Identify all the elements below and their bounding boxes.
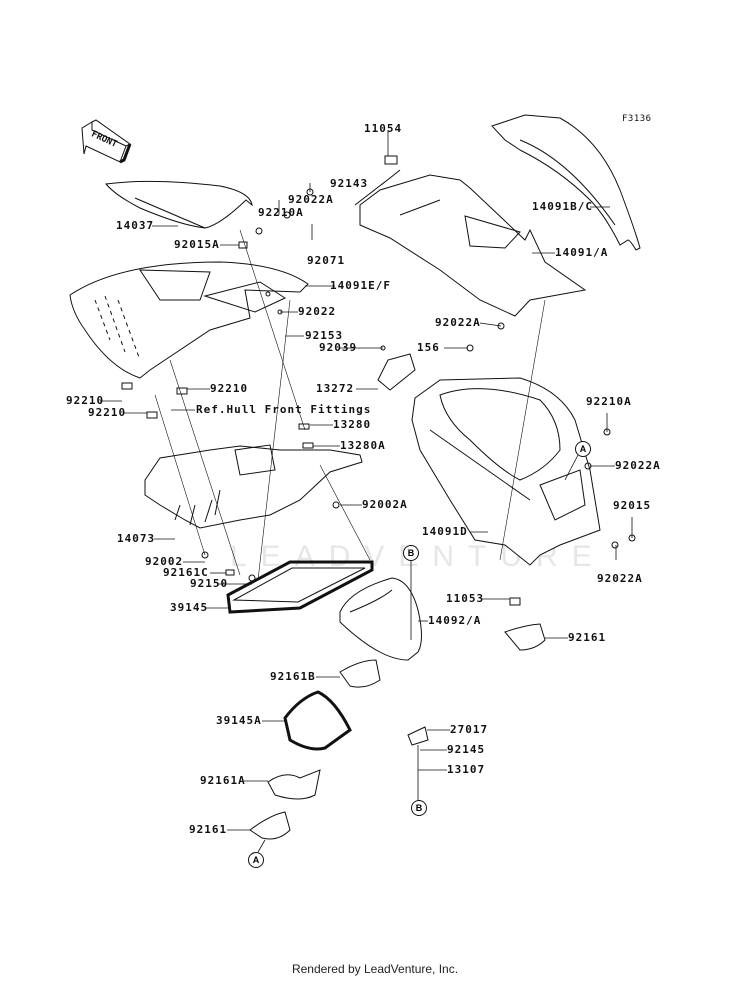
part-14091EF [69, 261, 309, 379]
label-92022A-right[interactable]: 92022A [615, 459, 661, 472]
label-92145[interactable]: 92145 [447, 743, 486, 756]
label-92071[interactable]: 92071 [307, 254, 346, 267]
label-92022A-lower[interactable]: 92022A [597, 572, 643, 585]
label-14037[interactable]: 14037 [116, 219, 155, 232]
part-14037 [105, 180, 253, 229]
part-27017 [407, 726, 429, 746]
label-13107[interactable]: 13107 [447, 763, 486, 776]
label-92153[interactable]: 92153 [305, 329, 344, 342]
label-39145A[interactable]: 39145A [216, 714, 262, 727]
part-14091A [359, 174, 587, 317]
label-92015[interactable]: 92015 [613, 499, 652, 512]
part-92161A [267, 769, 321, 800]
part-92161B [339, 659, 381, 688]
part-39145A [283, 690, 352, 751]
label-92039[interactable]: 92039 [319, 341, 358, 354]
label-14091EF[interactable]: 14091E/F [330, 279, 391, 292]
label-92161A[interactable]: 92161A [200, 774, 246, 787]
label-14091D[interactable]: 14091D [422, 525, 468, 538]
label-ref-hull-front-fittings[interactable]: Ref.Hull Front Fittings [196, 403, 372, 416]
callout-a-lower[interactable]: A [248, 852, 264, 868]
label-11053[interactable]: 11053 [446, 592, 485, 605]
label-92210-right[interactable]: 92210 [210, 382, 249, 395]
label-92161-lower[interactable]: 92161 [189, 823, 228, 836]
label-92002[interactable]: 92002 [145, 555, 184, 568]
label-156[interactable]: 156 [417, 341, 440, 354]
part-92161-right [504, 623, 546, 651]
part-13272 [377, 353, 416, 391]
label-92210-lower[interactable]: 92210 [88, 406, 127, 419]
label-14092A[interactable]: 14092/A [428, 614, 482, 627]
label-92161C[interactable]: 92161C [163, 566, 209, 579]
part-92161-lower [249, 811, 291, 840]
label-13272[interactable]: 13272 [316, 382, 355, 395]
label-92210A-right[interactable]: 92210A [586, 395, 632, 408]
label-92161-right[interactable]: 92161 [568, 631, 607, 644]
label-92002A[interactable]: 92002A [362, 498, 408, 511]
figure-id: F3136 [622, 114, 652, 124]
label-13280A[interactable]: 13280A [340, 439, 386, 452]
label-39145[interactable]: 39145 [170, 601, 209, 614]
label-14091A[interactable]: 14091/A [555, 246, 609, 259]
part-14073 [144, 445, 363, 529]
callout-b-upper[interactable]: B [403, 545, 419, 561]
label-92022A-top[interactable]: 92022A [288, 193, 334, 206]
label-92143[interactable]: 92143 [330, 177, 369, 190]
label-14091BC[interactable]: 14091B/C [532, 200, 593, 213]
label-92015A[interactable]: 92015A [174, 238, 220, 251]
label-92022A-mid[interactable]: 92022A [435, 316, 481, 329]
label-14073[interactable]: 14073 [117, 532, 156, 545]
front-arrow-icon: FRONT [81, 119, 132, 164]
label-92161B[interactable]: 92161B [270, 670, 316, 683]
part-14092A [339, 577, 422, 661]
label-92022[interactable]: 92022 [298, 305, 337, 318]
label-11054[interactable]: 11054 [364, 122, 403, 135]
footer-credit: Rendered by LeadVenture, Inc. [291, 962, 459, 976]
label-27017[interactable]: 27017 [450, 723, 489, 736]
label-92150[interactable]: 92150 [190, 577, 229, 590]
part-39145 [226, 560, 374, 614]
label-13280[interactable]: 13280 [333, 418, 372, 431]
callout-b-lower[interactable]: B [411, 800, 427, 816]
callout-a-upper[interactable]: A [575, 441, 591, 457]
label-92210-left[interactable]: 92210 [66, 394, 105, 407]
label-92210A-top[interactable]: 92210A [258, 206, 304, 219]
part-14091BC [491, 114, 641, 251]
